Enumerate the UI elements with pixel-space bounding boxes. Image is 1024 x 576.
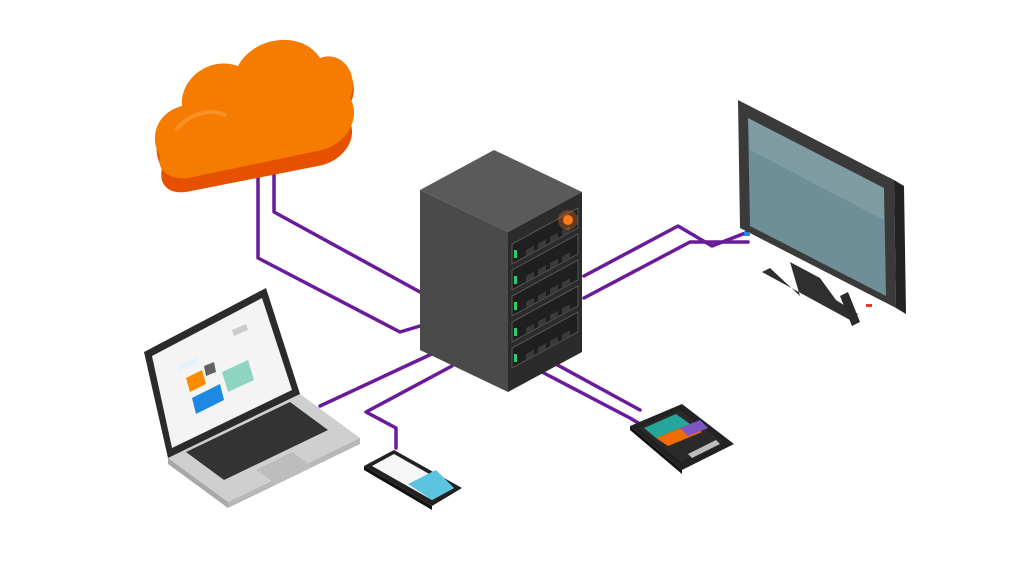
monitor-icon — [738, 100, 906, 326]
drive-led — [514, 354, 517, 362]
server-rack-icon — [420, 150, 582, 392]
drive-slot — [526, 271, 534, 282]
status-light — [563, 215, 573, 225]
drive-bays — [511, 207, 579, 369]
drive-slot — [562, 278, 570, 289]
drive-slot — [538, 343, 546, 354]
drive-slot — [562, 330, 570, 341]
drive-led — [514, 302, 517, 310]
drive-slot — [550, 284, 558, 295]
drive-slot — [562, 304, 570, 315]
cable-server-phone-right-a — [550, 360, 642, 412]
drive-slot — [550, 336, 558, 347]
drive-slot — [538, 317, 546, 328]
drive-slot — [538, 265, 546, 276]
drive-slot — [562, 226, 570, 237]
laptop-icon — [144, 288, 360, 508]
drive-slot — [562, 252, 570, 263]
cable-server-phone-right-b — [540, 370, 642, 426]
cable-server-phone-left — [364, 364, 454, 450]
cable-cloud-server-a — [256, 166, 422, 334]
drive-slot — [550, 232, 558, 243]
smartphone-icon — [364, 450, 462, 510]
cables — [256, 166, 750, 450]
cloud-icon — [154, 39, 355, 193]
drive-slot — [526, 245, 534, 256]
drive-slot — [550, 310, 558, 321]
cable-cloud-server-b — [272, 166, 422, 294]
drive-slot — [526, 323, 534, 334]
drive-led — [514, 328, 517, 336]
drive-slot — [538, 291, 546, 302]
drive-slot — [526, 297, 534, 308]
drive-led — [514, 276, 517, 284]
smartphone-icon — [630, 404, 734, 474]
cable-server-monitor-a — [582, 224, 750, 278]
cable-server-laptop — [318, 350, 438, 408]
drive-led — [514, 250, 517, 258]
drive-slot — [526, 349, 534, 360]
cable-server-monitor-b — [582, 240, 750, 300]
drive-slot — [550, 258, 558, 269]
drive-slot — [538, 239, 546, 250]
